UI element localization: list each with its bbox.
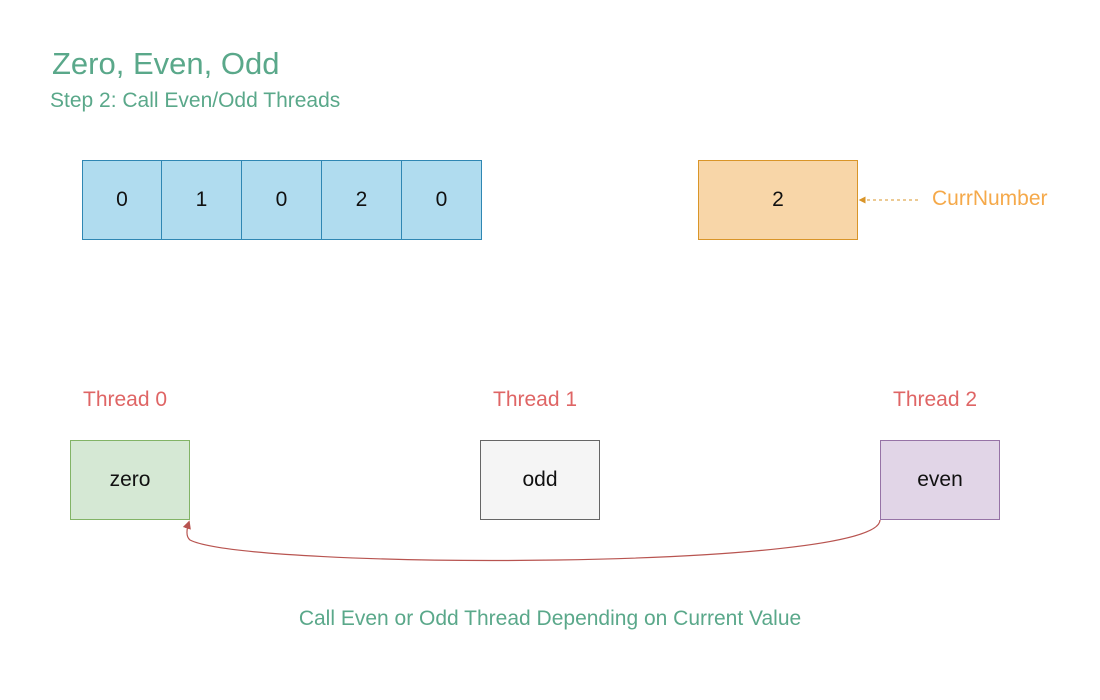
even-to-zero-arrow: [182, 519, 881, 562]
array-cell: 0: [242, 160, 322, 240]
thread-odd-box: odd: [480, 440, 600, 520]
array-cell: 0: [402, 160, 482, 240]
diagram-title: Zero, Even, Odd: [52, 46, 280, 81]
thread-even-box: even: [880, 440, 1000, 520]
thread-1-label: Thread 1: [493, 388, 578, 411]
array-cell: 1: [162, 160, 242, 240]
array-cell: 2: [322, 160, 402, 240]
current-number-label: CurrNumber: [932, 187, 1048, 210]
current-number-box: 2: [698, 160, 858, 240]
thread-2-label: Thread 2: [893, 388, 978, 411]
diagram-caption: Call Even or Odd Thread Depending on Cur…: [298, 607, 802, 630]
thread-0-label: Thread 0: [83, 388, 168, 411]
thread-zero-box: zero: [70, 440, 190, 520]
diagram-subtitle: Step 2: Call Even/Odd Threads: [50, 89, 341, 112]
array-cell: 0: [82, 160, 162, 240]
array-row: 0 1 0 2 0: [82, 160, 482, 240]
